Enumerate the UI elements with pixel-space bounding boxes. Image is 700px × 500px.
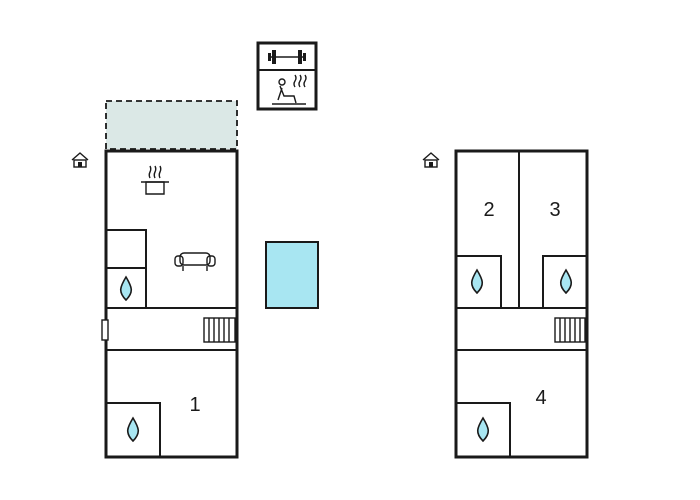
entrance-door [101,319,109,341]
house-entrance-icon [71,152,89,168]
amenities-box [256,41,318,111]
room-label-2: 2 [483,199,494,221]
room-label-1: 1 [189,394,200,416]
dumbbell-icon [268,50,306,64]
bathroom-water-drop-icon [559,268,573,295]
stairs-icon [203,317,236,343]
left-floor: 1 [101,149,239,459]
sauna-icon [272,74,307,105]
pool-icon [265,241,319,309]
kitchen-pot-icon [141,165,169,195]
bathroom-water-drop-icon [119,275,133,302]
sofa-icon [174,252,216,271]
bathroom-water-drop-icon [476,416,490,443]
terrace-area [105,100,238,150]
right-floor: 2 3 4 [454,149,589,459]
room-label-4: 4 [535,387,546,409]
stairs-icon [554,317,586,343]
bathroom-water-drop-icon [470,268,484,295]
house-entrance-icon [422,152,440,168]
room-label-3: 3 [549,199,560,221]
bathroom-water-drop-icon [126,416,140,443]
